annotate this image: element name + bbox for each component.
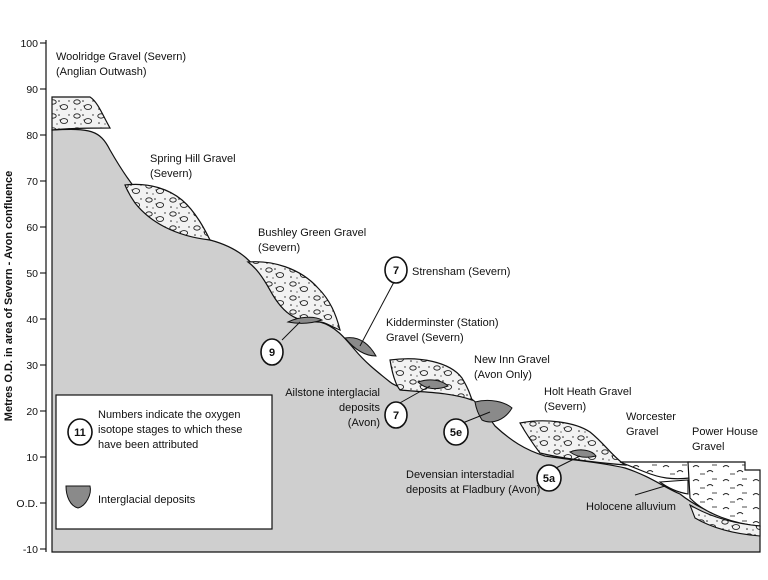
label-bushley-1: Bushley Green Gravel xyxy=(258,227,366,239)
y-tick-label: 50 xyxy=(26,268,38,280)
label-new-inn-1: New Inn Gravel xyxy=(474,354,550,366)
power-house-gravel-deposit xyxy=(687,461,761,527)
woolridge-gravel-deposit xyxy=(51,96,112,131)
y-tick-label: 90 xyxy=(26,84,38,96)
legend-stage-text-2: isotope stages to which these xyxy=(98,424,242,436)
interglacial-deposit-strensham xyxy=(344,337,377,357)
holocene-alluvium-deposit xyxy=(658,479,689,495)
y-tick-label: 20 xyxy=(26,406,38,418)
stage-7-ailstone: 7 xyxy=(393,410,399,422)
holt-heath-gravel-deposit xyxy=(519,420,628,466)
y-tick-label: O.D. xyxy=(16,498,38,510)
label-spring-hill-2: (Severn) xyxy=(150,168,192,180)
legend-interglacial-swatch xyxy=(65,485,91,509)
label-devensian-2: deposits at Fladbury (Avon) xyxy=(406,484,540,496)
legend: 11 Numbers indicate the oxygen isotope s… xyxy=(55,394,273,530)
y-axis-label: Metres O.D. in area of Severn - Avon con… xyxy=(3,171,15,421)
label-worcester-1: Worcester xyxy=(626,411,676,423)
y-tick-label: 60 xyxy=(26,222,38,234)
label-kidderminster-1: Kidderminster (Station) xyxy=(386,317,499,329)
legend-stage-text-3: have been attributed xyxy=(98,439,198,451)
label-bushley-2: (Severn) xyxy=(258,242,300,254)
legend-stage-text-1: Numbers indicate the oxygen xyxy=(98,409,240,421)
interglacial-deposit-9 xyxy=(286,316,324,324)
label-spring-hill-1: Spring Hill Gravel xyxy=(150,153,236,165)
label-strensham: Strensham (Severn) xyxy=(412,266,510,278)
y-tick-label: 100 xyxy=(20,38,38,50)
label-devensian-1: Devensian interstadial xyxy=(406,469,514,481)
label-holt-heath-2: (Severn) xyxy=(544,401,586,413)
label-worcester-2: Gravel xyxy=(626,426,658,438)
y-tick-label: 70 xyxy=(26,176,38,188)
power-house-gravel-lower xyxy=(688,503,761,537)
y-axis: 100 90 80 70 60 50 40 30 20 10O.D. -10 Metres O.D.… xyxy=(3,38,47,556)
stage-7-strensham: 7 xyxy=(393,265,399,277)
label-holocene: Holocene alluvium xyxy=(586,501,676,513)
y-tick-label: 40 xyxy=(26,314,38,326)
label-power-house-1: Power House xyxy=(692,426,758,438)
isotope-stage-markers: 9 7 7 5e 5a xyxy=(260,256,562,492)
label-woolridge-1: Woolridge Gravel (Severn) xyxy=(56,51,186,63)
label-new-inn-2: (Avon Only) xyxy=(474,369,532,381)
label-ailstone-1: Ailstone interglacial xyxy=(285,387,380,399)
stage-5e: 5e xyxy=(450,427,462,439)
legend-stage-example: 11 xyxy=(74,427,86,439)
legend-interglacial-text: Interglacial deposits xyxy=(98,494,196,506)
label-power-house-2: Gravel xyxy=(692,441,724,453)
labels: Woolridge Gravel (Severn) (Anglian Outwa… xyxy=(56,51,758,513)
interglacial-deposit-new-inn xyxy=(474,399,513,423)
interglacial-deposit-ailstone xyxy=(417,379,449,390)
y-tick-label: 80 xyxy=(26,130,38,142)
stage-9: 9 xyxy=(269,347,275,359)
label-woolridge-2: (Anglian Outwash) xyxy=(56,66,147,78)
stage-5a: 5a xyxy=(543,473,556,485)
label-ailstone-3: (Avon) xyxy=(348,417,380,429)
y-tick-label: -10 xyxy=(23,544,38,556)
interglacial-deposit-fladbury xyxy=(568,449,597,458)
label-kidderminster-2: Gravel (Severn) xyxy=(386,332,464,344)
label-ailstone-2: deposits xyxy=(339,402,380,414)
label-holt-heath-1: Holt Heath Gravel xyxy=(544,386,631,398)
y-tick-label: 30 xyxy=(26,360,38,372)
leader-lines xyxy=(281,281,666,496)
y-tick-label: 10 xyxy=(26,452,38,464)
kidderminster-gravel-deposit xyxy=(389,358,473,401)
spring-hill-gravel-deposit xyxy=(124,183,212,241)
bushley-green-gravel-deposit xyxy=(246,261,341,331)
